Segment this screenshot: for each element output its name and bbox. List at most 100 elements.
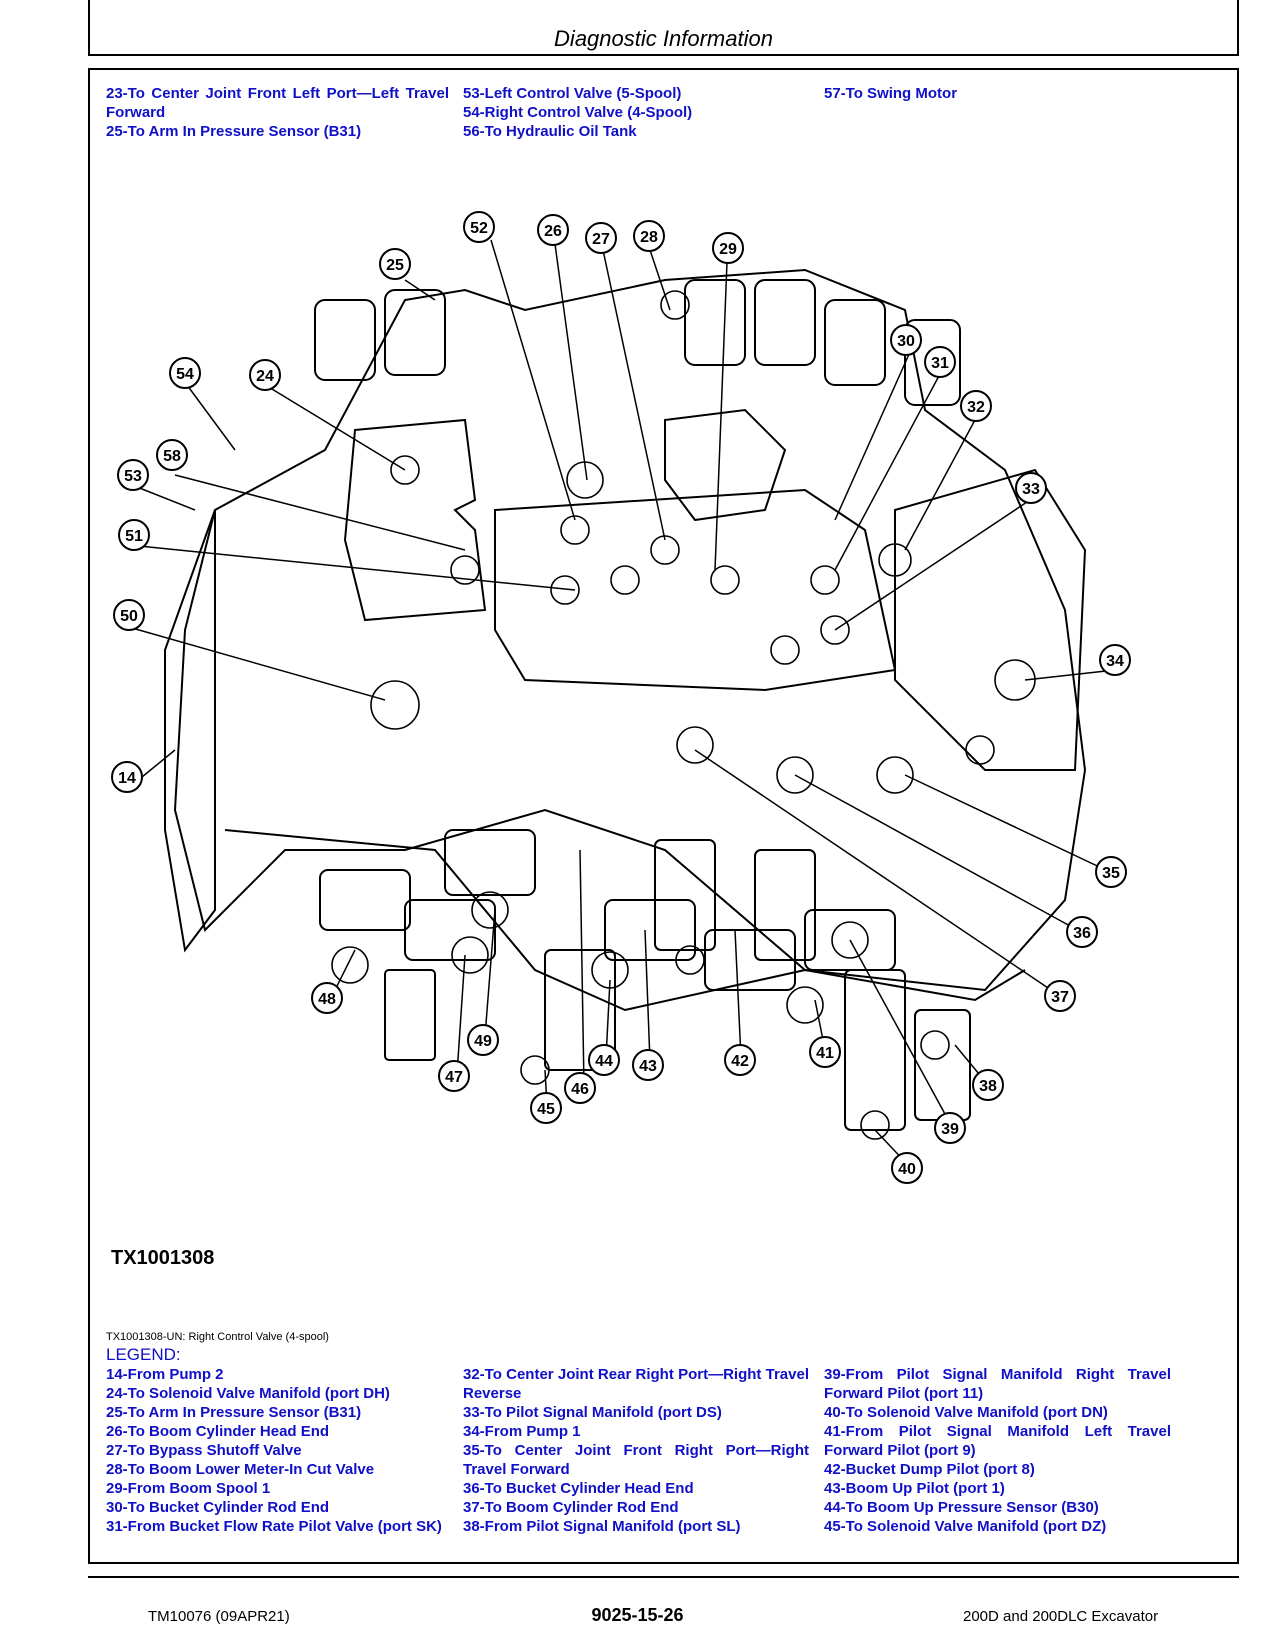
page-header-title: Diagnostic Information <box>554 26 773 51</box>
footer-machine-name: 200D and 200DLC Excavator <box>963 1608 1159 1625</box>
footer-page-number: 9025-15-26 <box>591 1605 684 1625</box>
callout-circle <box>585 222 617 254</box>
callout-label: 46 <box>571 1081 589 1098</box>
legend-item: 39-From Pilot Signal Manifold Right Trav… <box>824 1366 1171 1402</box>
callout-circle <box>891 1152 923 1184</box>
legend-item: 42-Bucket Dump Pilot (port 8) <box>824 1461 1035 1478</box>
callout-label: 40 <box>898 1161 916 1178</box>
callout-label: 44 <box>595 1053 613 1070</box>
callout-circle <box>118 519 150 551</box>
callout-label: 49 <box>474 1033 492 1050</box>
callout-label: 27 <box>592 231 610 248</box>
callout-label: 53 <box>124 468 142 485</box>
callout-label: 25 <box>386 257 404 274</box>
callout-circle <box>724 1044 756 1076</box>
legend-item: 33-To Pilot Signal Manifold (port DS) <box>463 1404 722 1421</box>
callout-label: 54 <box>176 366 194 383</box>
callout-label: 48 <box>318 991 336 1008</box>
callout-circle <box>632 1049 664 1081</box>
top-legend-col-1: 23-To Center Joint Front Left Port—Left … <box>106 84 449 141</box>
callout-circle <box>1066 916 1098 948</box>
callout-circle <box>960 390 992 422</box>
legend-item: 24-To Solenoid Valve Manifold (port DH) <box>106 1385 390 1402</box>
top-legend-col-3: 57-To Swing Motor <box>824 84 1174 103</box>
callout-label: 39 <box>941 1121 959 1138</box>
callout-label: 52 <box>470 220 488 237</box>
callout-circle <box>924 346 956 378</box>
header-frame: Diagnostic Information <box>88 0 1239 56</box>
valve-body-drawing <box>164 268 1087 1131</box>
callout-circle <box>530 1092 562 1124</box>
callout-circle <box>438 1060 470 1092</box>
callout-circle <box>588 1044 620 1076</box>
callout-circle <box>463 211 495 243</box>
callout-label: 14 <box>118 770 136 787</box>
legend-title: LEGEND: <box>106 1345 181 1364</box>
callout-label: 51 <box>125 528 143 545</box>
callout-circle <box>537 214 569 246</box>
callout-circles <box>111 211 1131 1184</box>
legend-item: 30-To Bucket Cylinder Rod End <box>106 1499 330 1516</box>
callout-label: 35 <box>1102 865 1120 882</box>
legend-item: 35-To Center Joint Front Right Port—Righ… <box>463 1442 809 1478</box>
callout-circle <box>311 982 343 1014</box>
callout-label: 33 <box>1022 481 1040 498</box>
callout-circle <box>890 324 922 356</box>
legend-col-1: 14-From Pump 2 24-To Solenoid Valve Mani… <box>106 1365 449 1536</box>
callout-label: 34 <box>1106 653 1124 670</box>
legend-item: 56-To Hydraulic Oil Tank <box>463 123 637 140</box>
legend-item: 40-To Solenoid Valve Manifold (port DN) <box>824 1404 1108 1421</box>
port-holes <box>331 290 1036 1140</box>
callout-label: 30 <box>897 333 915 350</box>
legend-item: 32-To Center Joint Rear Right Port—Right… <box>463 1366 809 1402</box>
legend-col-3: 39-From Pilot Signal Manifold Right Trav… <box>824 1365 1171 1536</box>
callout-circle <box>564 1072 596 1104</box>
callout-label: 24 <box>256 368 274 385</box>
leader-lines <box>130 239 1116 1167</box>
legend-item: 27-To Bypass Shutoff Valve <box>106 1442 302 1459</box>
legend-item: 23-To Center Joint Front Left Port—Left … <box>106 85 449 121</box>
callout-circle <box>111 761 143 793</box>
callout-circle <box>934 1112 966 1144</box>
legend-item: 38-From Pilot Signal Manifold (port SL) <box>463 1518 741 1535</box>
callout-circle <box>809 1036 841 1068</box>
legend-item: 44-To Boom Up Pressure Sensor (B30) <box>824 1499 1099 1516</box>
callout-label: 47 <box>445 1069 463 1086</box>
callout-circle <box>467 1024 499 1056</box>
callout-circle <box>1095 856 1127 888</box>
legend-item: 37-To Boom Cylinder Rod End <box>463 1499 679 1516</box>
callout-label: 29 <box>719 241 737 258</box>
legend-item: 25-To Arm In Pressure Sensor (B31) <box>106 1404 362 1421</box>
footer-manual-id: TM10076 (09APR21) <box>148 1608 290 1625</box>
callout-circle <box>1015 472 1047 504</box>
legend-item: 28-To Boom Lower Meter-In Cut Valve <box>106 1461 375 1478</box>
callout-circle <box>972 1069 1004 1101</box>
callout-label: 36 <box>1073 925 1091 942</box>
callout-label: 58 <box>163 448 181 465</box>
callout-circle <box>169 357 201 389</box>
footer-rule <box>88 1576 1239 1578</box>
callout-circle <box>633 220 665 252</box>
callout-label: 41 <box>816 1045 834 1062</box>
legend-item: 43-Boom Up Pilot (port 1) <box>824 1480 1005 1497</box>
content-frame <box>88 68 1239 1564</box>
legend-item: 36-To Bucket Cylinder Head End <box>463 1480 694 1497</box>
callout-label: 38 <box>979 1078 997 1095</box>
legend-item: 57-To Swing Motor <box>824 85 958 102</box>
top-legend-col-2: 53-Left Control Valve (5-Spool) 54-Right… <box>463 84 808 141</box>
callout-circle <box>1044 980 1076 1012</box>
legend-item: 26-To Boom Cylinder Head End <box>106 1423 330 1440</box>
callout-label: 45 <box>537 1101 555 1118</box>
legend-item: 29-From Boom Spool 1 <box>106 1480 271 1497</box>
figure-caption: TX1001308-UN: Right Control Valve (4-spo… <box>106 1331 329 1343</box>
callout-circle <box>712 232 744 264</box>
callout-circle <box>249 359 281 391</box>
callout-labels: 52 26 27 28 29 25 30 31 54 24 32 58 53 3… <box>118 220 1124 1178</box>
callout-label: 32 <box>967 399 985 416</box>
legend-item: 41-From Pilot Signal Manifold Left Trave… <box>824 1423 1171 1459</box>
legend-item: 31-From Bucket Flow Rate Pilot Valve (po… <box>106 1518 442 1535</box>
legend-item: 25-To Arm In Pressure Sensor (B31) <box>106 123 362 140</box>
legend-item: 45-To Solenoid Valve Manifold (port DZ) <box>824 1518 1107 1535</box>
callout-label: 43 <box>639 1058 657 1075</box>
callout-label: 28 <box>640 229 658 246</box>
